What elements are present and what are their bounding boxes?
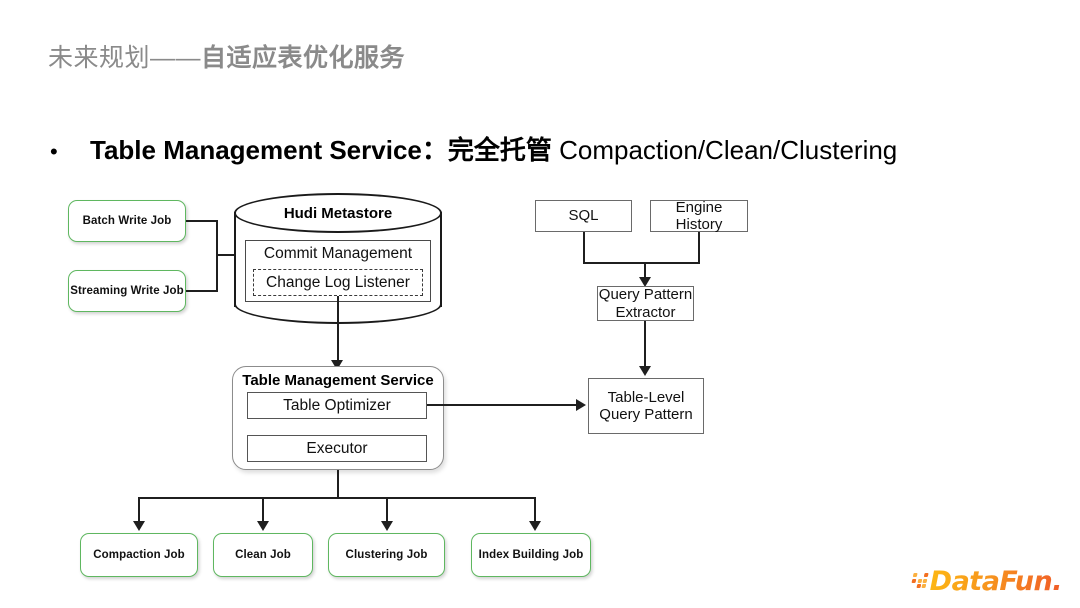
- node-batch-write-job[interactable]: Batch Write Job: [68, 200, 186, 242]
- connector-batch-to-bus: [186, 220, 218, 223]
- connector-tms-down: [337, 470, 340, 499]
- page-title-strong: 自适应表优化服务: [201, 44, 406, 72]
- bullet-text-strong: Table Management Service：完全托管: [90, 135, 552, 165]
- connector-writer-bus-to-metastore: [216, 254, 238, 257]
- node-clustering-job[interactable]: Clustering Job: [328, 533, 445, 577]
- connector-streaming-to-bus: [186, 290, 218, 293]
- connector-bus-to-index-building: [534, 497, 537, 523]
- node-compaction-job-label: Compaction Job: [93, 549, 185, 561]
- bullet-marker-icon: •: [50, 139, 58, 164]
- datafun-dots-icon: [911, 573, 930, 589]
- node-query-pattern-extractor-label-line1: Query Pattern: [598, 286, 693, 304]
- node-table-optimizer-label: Table Optimizer: [283, 396, 391, 414]
- connector-bus-to-extractor: [644, 262, 647, 280]
- node-clustering-job-label: Clustering Job: [345, 549, 428, 561]
- arrowhead-to-compaction-job: [133, 521, 145, 531]
- connector-extractor-to-pattern: [644, 321, 647, 368]
- node-clean-job-label: Clean Job: [235, 549, 291, 561]
- arrowhead-sources-to-extractor: [639, 277, 651, 287]
- node-table-level-query-pattern[interactable]: Table-Level Query Pattern: [588, 378, 704, 434]
- bullet-text-normal: Compaction/Clean/Clustering: [551, 135, 898, 165]
- node-streaming-write-job[interactable]: Streaming Write Job: [68, 270, 186, 312]
- arrowhead-extractor-to-pattern: [639, 366, 651, 376]
- bullet-line: • Table Management Service：完全托管 Compacti…: [50, 130, 897, 167]
- arrowhead-metastore-to-tms: [331, 360, 343, 370]
- node-sql-label: SQL: [568, 207, 599, 225]
- connector-sources-bus: [583, 262, 700, 265]
- node-table-optimizer[interactable]: Table Optimizer: [247, 392, 427, 419]
- node-index-building-job-label: Index Building Job: [478, 549, 584, 561]
- arrowhead-to-clustering-job: [381, 521, 393, 531]
- arrowhead-to-clean-job: [257, 521, 269, 531]
- node-query-pattern-extractor[interactable]: Query Pattern Extractor: [597, 286, 694, 321]
- node-table-management-service-title: Table Management Service: [242, 372, 434, 389]
- connector-jobs-bus: [138, 497, 536, 500]
- node-change-log-listener[interactable]: Change Log Listener: [253, 269, 423, 296]
- connector-metastore-to-tms: [337, 296, 340, 364]
- bullet-text: Table Management Service：完全托管 Compaction…: [90, 130, 897, 167]
- node-batch-write-job-label: Batch Write Job: [82, 215, 172, 227]
- cylinder-top-ellipse: [234, 193, 442, 233]
- node-table-level-query-pattern-label-line2: Query Pattern: [599, 406, 693, 423]
- node-sql[interactable]: SQL: [535, 200, 632, 232]
- node-engine-history-label: Engine History: [675, 198, 723, 233]
- page-title: 未来规划——自适应表优化服务: [48, 38, 405, 74]
- node-hudi-metastore-title: Hudi Metastore: [283, 205, 393, 222]
- node-clean-job[interactable]: Clean Job: [213, 533, 313, 577]
- connector-bus-to-clustering: [386, 497, 389, 523]
- node-commit-management-label: Commit Management: [263, 245, 413, 262]
- node-streaming-write-job-label: Streaming Write Job: [70, 285, 184, 297]
- page-title-prefix: 未来规划——: [48, 44, 202, 72]
- connector-bus-to-clean: [262, 497, 265, 523]
- node-index-building-job[interactable]: Index Building Job: [471, 533, 591, 577]
- connector-sql-down: [583, 232, 586, 263]
- connector-optimizer-to-pattern: [427, 404, 578, 407]
- node-executor-label: Executor: [306, 439, 368, 457]
- node-executor[interactable]: Executor: [247, 435, 427, 462]
- node-compaction-job[interactable]: Compaction Job: [80, 533, 198, 577]
- datafun-logo-text: DataFun.: [929, 565, 1063, 597]
- node-engine-history[interactable]: Engine History: [650, 198, 748, 233]
- arrowhead-to-index-building-job: [529, 521, 541, 531]
- node-commit-management[interactable]: Commit Management: [245, 241, 431, 267]
- node-query-pattern-extractor-label-line2: Extractor: [615, 303, 676, 321]
- connector-engine-history-down: [698, 232, 701, 263]
- connector-bus-to-compaction: [138, 497, 141, 523]
- arrowhead-optimizer-to-pattern: [576, 399, 586, 411]
- node-table-level-query-pattern-label-line1: Table-Level: [607, 388, 685, 406]
- datafun-logo: DataFun.: [911, 565, 1063, 597]
- node-change-log-listener-label: Change Log Listener: [266, 273, 410, 291]
